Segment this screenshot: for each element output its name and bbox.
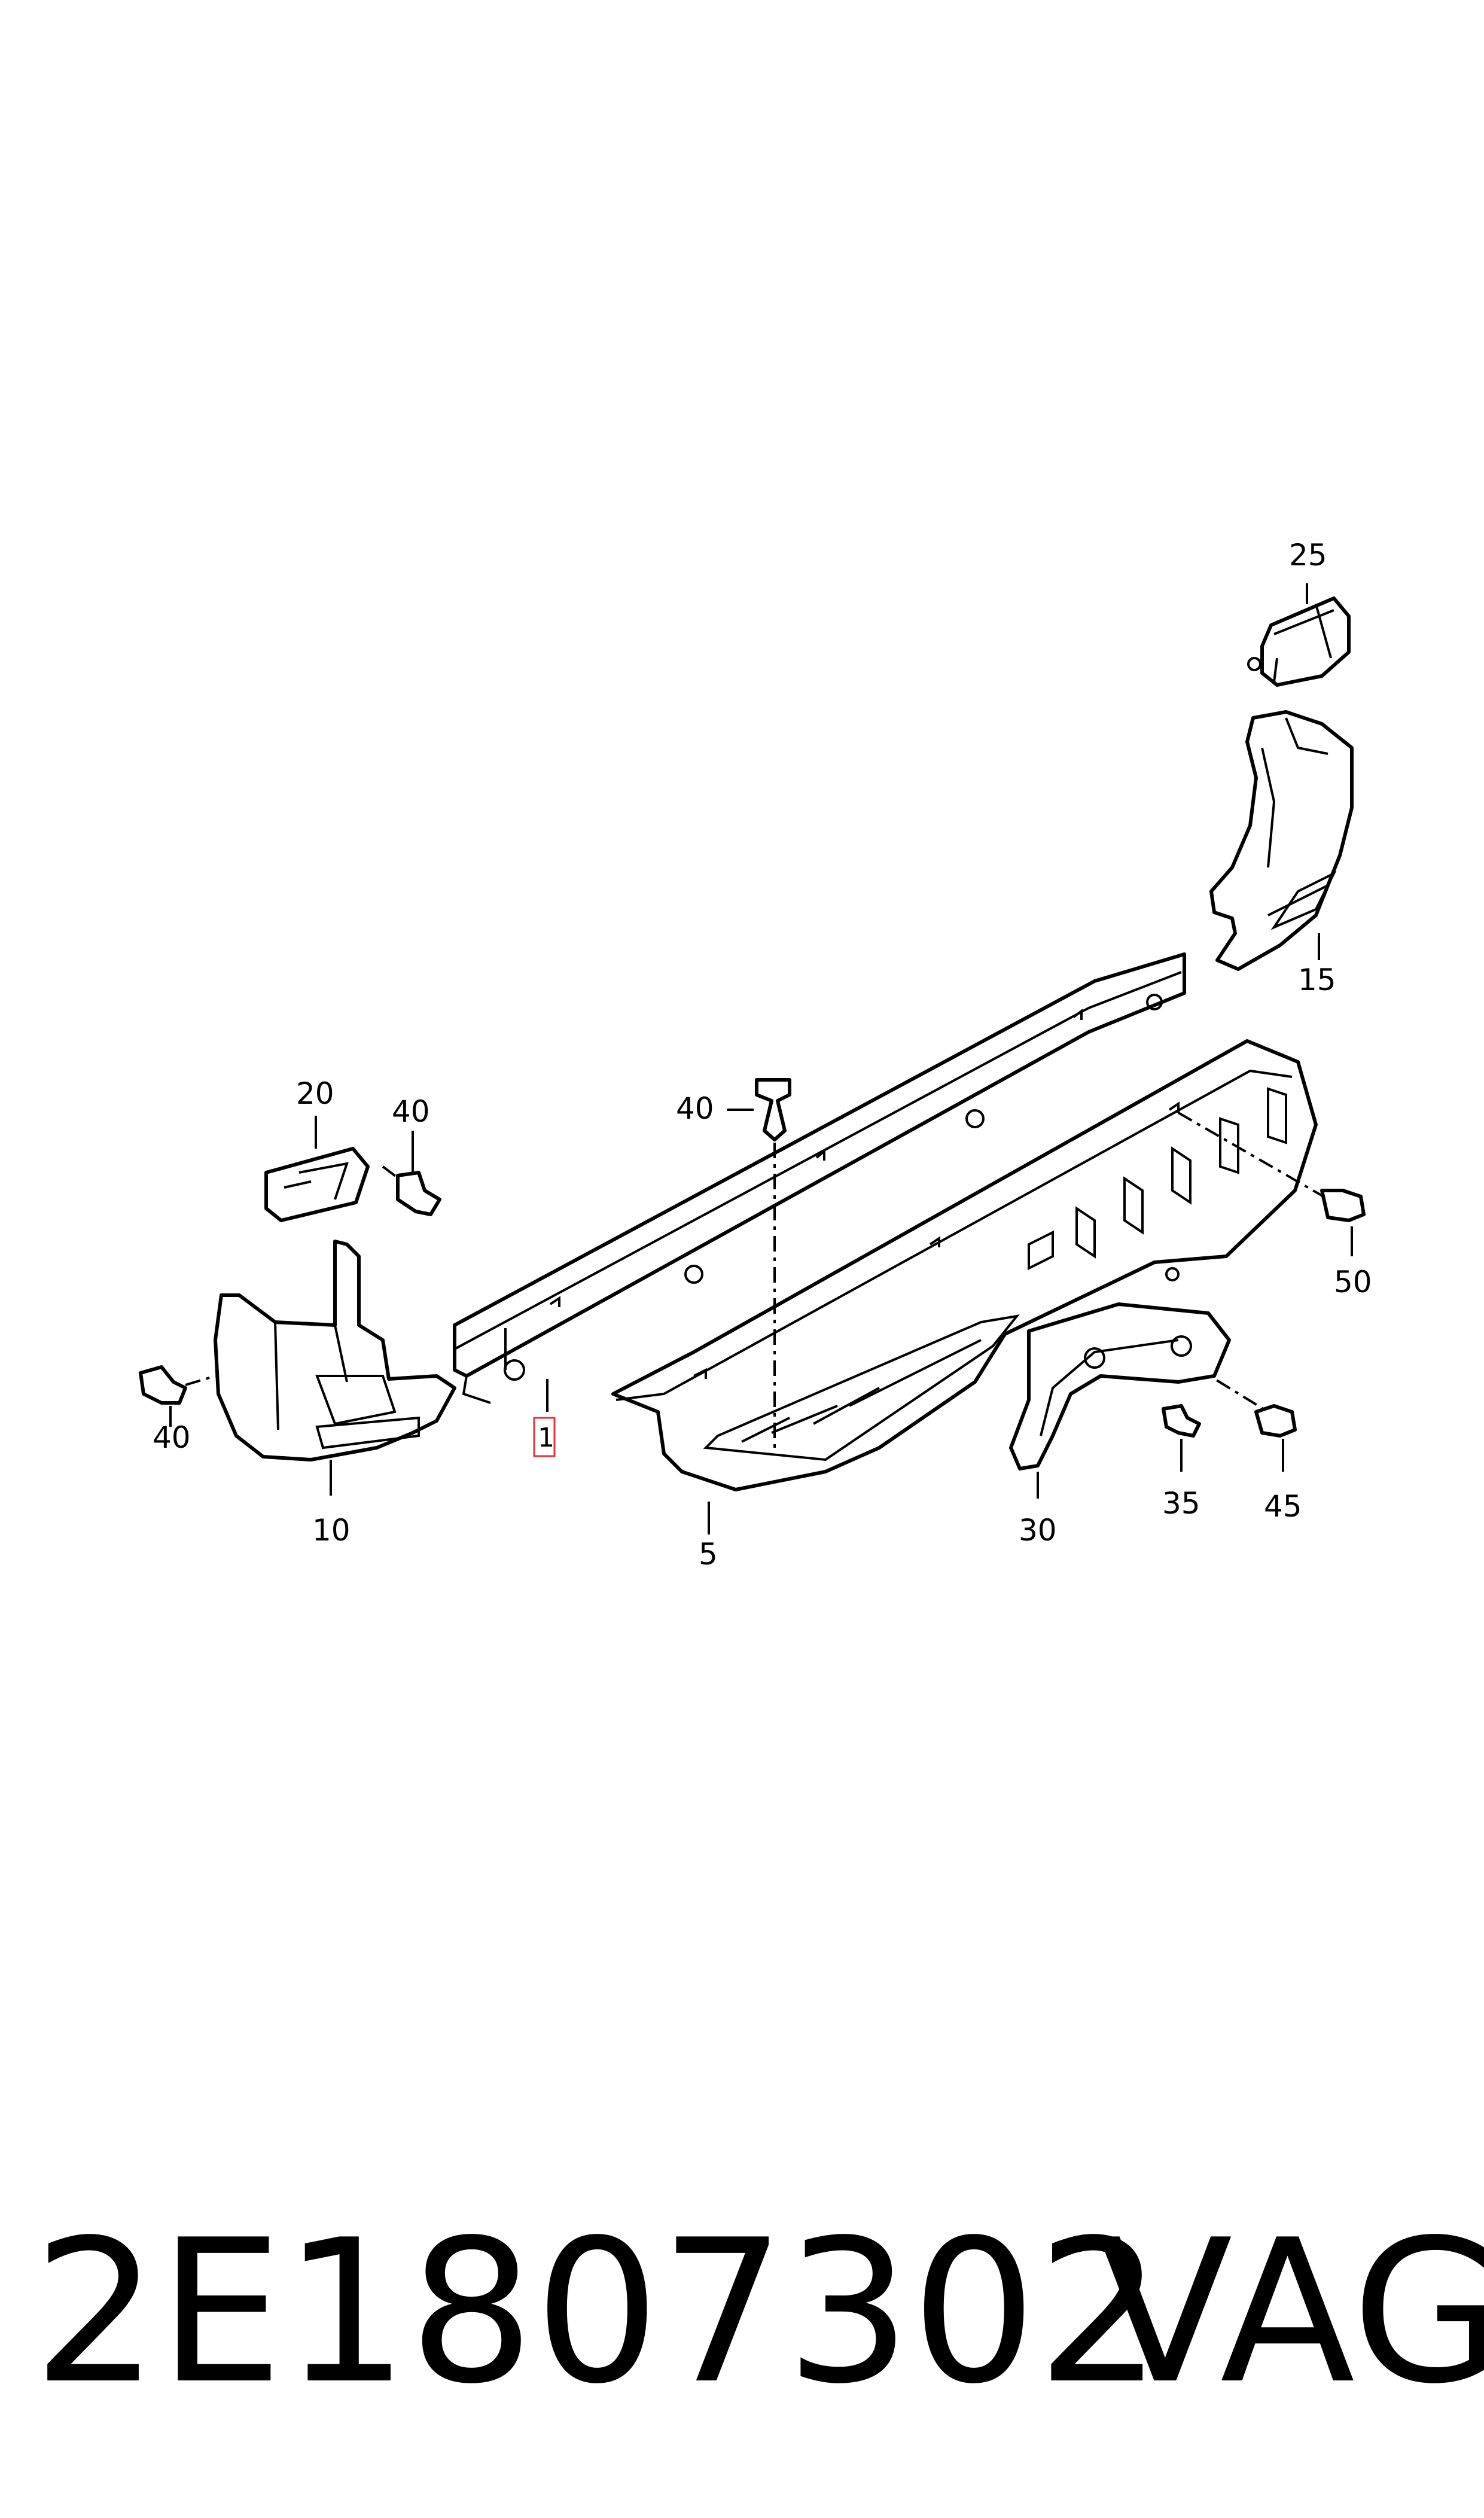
part-30-bracket <box>1009 1302 1231 1470</box>
callout-30: 30 <box>1019 1513 1057 1548</box>
callout-35: 35 <box>1162 1486 1200 1521</box>
callout-50: 50 <box>1334 1265 1372 1299</box>
callout-40-center: 40 <box>676 1091 714 1126</box>
callout-40-corner: 40 <box>153 1420 191 1455</box>
part-45-screw <box>1254 1404 1297 1438</box>
part-40-center-clip <box>755 1078 791 1141</box>
part-number-label: 2E1807302 <box>33 2197 1163 2427</box>
callout-10: 10 <box>312 1513 351 1548</box>
callout-15: 15 <box>1298 963 1336 997</box>
callout-40-left: 40 <box>392 1094 430 1129</box>
callout-25: 25 <box>1289 538 1327 573</box>
callout-20: 20 <box>296 1076 334 1111</box>
part-40-left-clip <box>396 1171 441 1216</box>
part-25-bracket <box>1247 596 1351 687</box>
part-20-trim <box>264 1147 370 1222</box>
callout-1: 1 <box>538 1423 554 1453</box>
brand-label: VAG <box>1098 2197 1484 2427</box>
part-35-screw <box>1162 1404 1201 1438</box>
alignment-line-40-corner <box>185 1375 216 1386</box>
part-1-bumper-bar <box>453 952 1186 1404</box>
part-50-screw <box>1320 1189 1366 1222</box>
part-10-left-corner <box>214 1240 456 1462</box>
callout-1-highlight: 1 <box>533 1417 556 1457</box>
part-40-corner-clip <box>139 1365 187 1405</box>
part-5-step-bumper <box>611 1039 1318 1491</box>
callout-45: 45 <box>1264 1489 1302 1524</box>
part-15-right-corner <box>1209 710 1354 971</box>
callout-5: 5 <box>699 1537 718 1572</box>
